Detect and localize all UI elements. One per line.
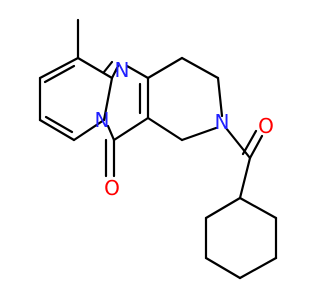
bond-c4a-c4: [146, 56, 184, 80]
atom-n-top: N: [115, 58, 130, 82]
bond-c10a-c11: [112, 116, 150, 142]
bond-c8-c9-inner: [44, 115, 74, 134]
bond-c6-c7-inner: [43, 64, 76, 84]
bond-c8-c9: [38, 118, 76, 142]
atom-n-amide: N: [215, 110, 230, 134]
atom-o-acyl: O: [258, 114, 274, 138]
bond-cy1-cy2: [238, 196, 278, 220]
cyclohexanecarbonyl: [224, 126, 264, 200]
bond-nfused-c5a: [102, 76, 114, 122]
bond-namide-c1: [180, 126, 218, 142]
bond-cacyl-oacyl: [248, 134, 264, 160]
bond-cy3-cy4: [238, 256, 278, 280]
bond-c9-nfused: [72, 118, 106, 142]
atom-n-fused: N: [95, 108, 110, 132]
bond-c5a-c6: [76, 56, 114, 80]
bond-namide-cacyl: [224, 126, 252, 160]
bond-c11-nfused: [106, 124, 116, 142]
atom-labels: N N N O O: [95, 58, 274, 200]
bond-c3-namide: [216, 76, 224, 118]
pyridine-ring: [38, 56, 114, 142]
cyclohexane-ring: [204, 196, 278, 280]
structure-canvas: N N N O O: [38, 18, 278, 280]
molecule-drawing: N N N O O: [38, 18, 278, 280]
bond-c1-c10a: [146, 116, 184, 142]
bond-ntop-c4a: [125, 64, 150, 80]
bond-cy6-cy1: [204, 196, 242, 220]
pyrimidinone-ring: [102, 60, 150, 178]
bond-c5a-ntop: [110, 64, 120, 80]
bond-cacyl-cy1: [238, 156, 252, 200]
atom-o-ring: O: [104, 176, 120, 200]
bond-cy4-cy5: [204, 256, 242, 280]
piperidine-ring: [146, 56, 224, 142]
bond-c5a-ntop-inner: [102, 60, 114, 74]
bond-c6-c7: [38, 56, 80, 80]
bond-c4-c3: [180, 56, 220, 80]
bond-cacyl-oacyl-double: [241, 129, 258, 156]
